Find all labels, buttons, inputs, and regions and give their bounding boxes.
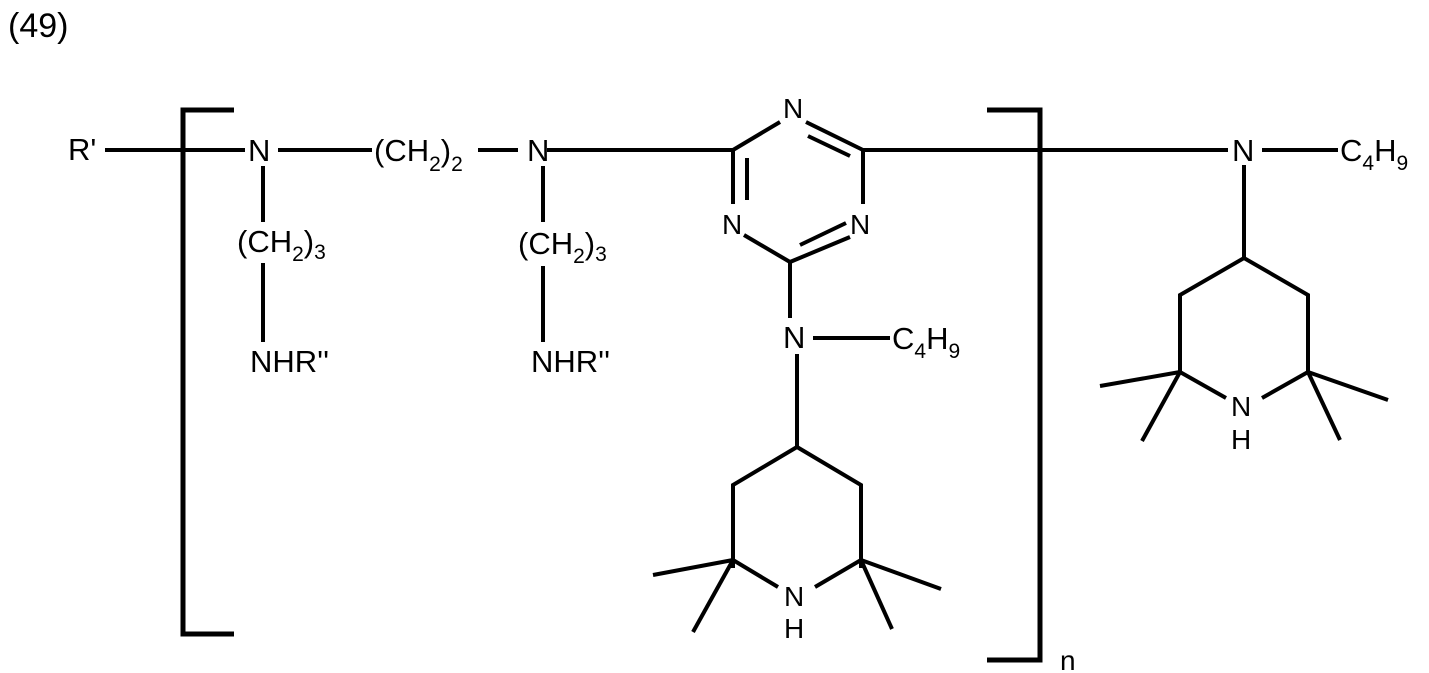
amino-butyl: C4H9	[892, 321, 960, 363]
piperidine-ring-lower	[652, 444, 942, 633]
end-n: N	[1232, 133, 1254, 168]
end-group-left: R'	[68, 132, 96, 167]
sidechain-1-terminal: NHR''	[250, 344, 329, 379]
triazine-n-right: N	[850, 209, 870, 240]
repeat-subscript: n	[1060, 645, 1076, 673]
sidechain-1-propylene: (CH2)3	[237, 224, 326, 266]
atom-n1: N	[248, 133, 270, 168]
piperidine-right-n: N	[1231, 391, 1251, 422]
piperidine-lower-n: N	[784, 581, 804, 612]
amino-n: N	[783, 320, 805, 355]
piperidine-right-h: H	[1231, 424, 1251, 455]
piperidine-lower-h: H	[784, 613, 804, 644]
left-bracket	[180, 107, 234, 637]
triazine-n-left: N	[722, 209, 742, 240]
piperidine-ring-right	[1099, 255, 1389, 442]
sidechain-2-propylene: (CH2)3	[518, 226, 607, 268]
figure-label: (49)	[8, 7, 68, 45]
right-bracket	[987, 107, 1043, 663]
triazine-ring	[731, 120, 865, 264]
atom-n2: N	[527, 133, 549, 168]
end-butyl: C4H9	[1340, 133, 1408, 175]
linker-ethylene: (CH2)2	[374, 133, 463, 176]
sidechain-2-terminal: NHR''	[531, 344, 610, 379]
triazine-n-top: N	[783, 93, 803, 124]
